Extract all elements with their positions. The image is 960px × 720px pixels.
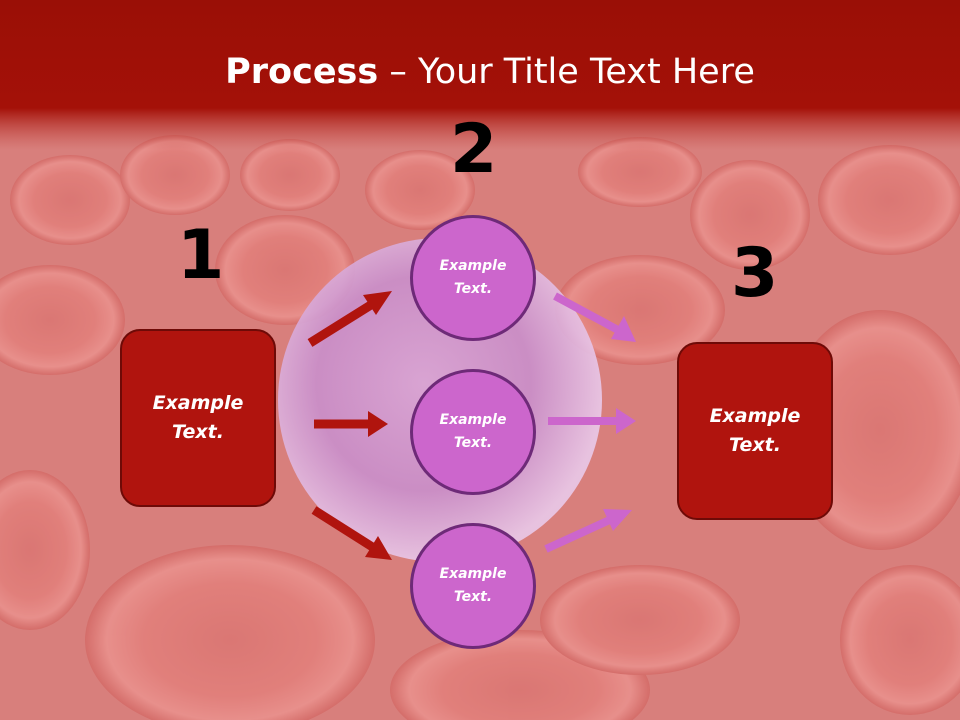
- arrow-top-to-3-head: [611, 316, 636, 342]
- step-number-2: 2: [450, 110, 498, 189]
- arrow-1-to-bottom-head: [365, 536, 392, 560]
- step-3-box: Example Text.: [677, 342, 833, 520]
- arrow-middle-to-3-head: [616, 408, 636, 434]
- step-3-text: Example Text.: [709, 405, 801, 456]
- arrow-top-to-3: [553, 292, 620, 334]
- step-1-box: Example Text.: [120, 329, 276, 507]
- arrow-bottom-to-3: [544, 514, 616, 553]
- step-number-1: 1: [177, 216, 225, 295]
- circle-bottom-text: Example Text.: [439, 566, 507, 605]
- arrow-1-to-top: [307, 299, 377, 347]
- red-blood-cells: [0, 135, 960, 720]
- step-2-circle-bottom: Example Text.: [410, 523, 536, 649]
- arrow-1-to-middle-head: [368, 411, 388, 437]
- circle-top-text: Example Text.: [439, 258, 507, 297]
- step-2-circle-middle: Example Text.: [410, 369, 536, 495]
- circle-middle-text: Example Text.: [439, 412, 507, 451]
- arrow-bottom-to-3-head: [603, 509, 632, 531]
- slide-title: Process – Your Title Text Here: [0, 52, 960, 92]
- purple-arrows: [544, 292, 636, 553]
- step-1-text: Example Text.: [152, 392, 244, 443]
- step-number-3: 3: [731, 234, 779, 313]
- step-2-circle-top: Example Text.: [410, 215, 536, 341]
- arrow-1-to-bottom: [311, 506, 377, 552]
- arrow-1-to-top-head: [363, 291, 392, 315]
- red-arrows: [307, 291, 392, 560]
- title-bold: Process: [225, 52, 379, 92]
- title-rest: – Your Title Text Here: [378, 52, 755, 92]
